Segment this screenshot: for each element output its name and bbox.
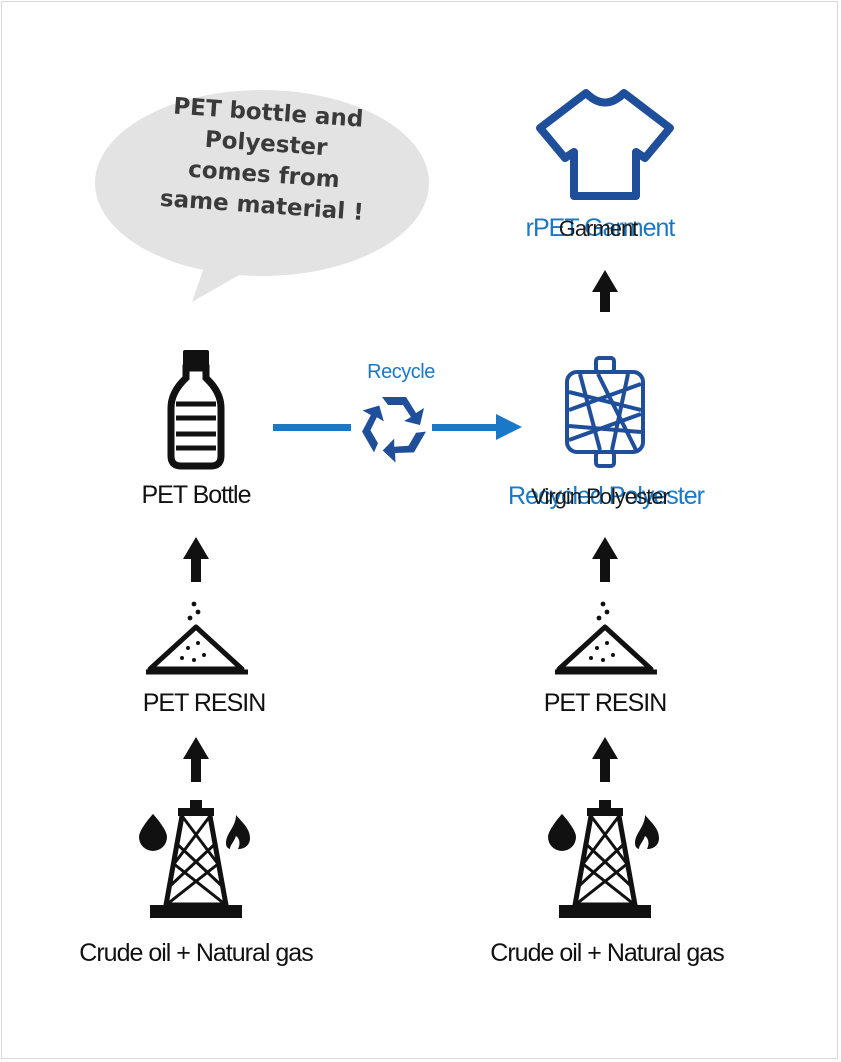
yarn-label-virgin: Virgin Polyester bbox=[531, 484, 670, 509]
arrow-up-source-to-resin-left bbox=[183, 737, 209, 782]
yarn-spool-icon bbox=[565, 356, 645, 468]
yarn-label-recycled: Recycled Polyester bbox=[508, 482, 705, 510]
pet-bottle-label: PET Bottle bbox=[141, 481, 251, 509]
pet-resin-label-right: PET RESIN bbox=[543, 689, 668, 717]
garment-label-virgin: Garment bbox=[558, 216, 639, 241]
bubble-text: PET bottle and Polyester comes from same… bbox=[146, 90, 384, 230]
resin-pile-icon-right bbox=[555, 601, 657, 675]
arrow-up-source-to-resin-right bbox=[592, 737, 618, 782]
pet-resin-label-left: PET RESIN bbox=[142, 689, 267, 717]
arrow-up-resin-to-bottle bbox=[183, 537, 209, 582]
recycle-arrow bbox=[273, 414, 522, 440]
speech-bubble bbox=[95, 90, 429, 302]
resin-pile-icon-left bbox=[146, 601, 248, 675]
tshirt-icon bbox=[536, 89, 674, 200]
arrow-up-yarn-to-garment bbox=[592, 270, 618, 312]
source-label-right: Crude oil + Natural gas bbox=[490, 939, 724, 967]
garment-label-recycled: rPET Garment bbox=[525, 214, 676, 242]
source-label-left: Crude oil + Natural gas bbox=[79, 939, 313, 967]
recycle-icon bbox=[362, 397, 426, 463]
oil-rig-icon-right bbox=[548, 800, 659, 918]
recycle-label: Recycle bbox=[367, 361, 435, 383]
arrow-up-resin-to-yarn bbox=[592, 537, 618, 582]
oil-rig-icon-left bbox=[139, 800, 250, 918]
bottle-icon bbox=[167, 350, 225, 470]
